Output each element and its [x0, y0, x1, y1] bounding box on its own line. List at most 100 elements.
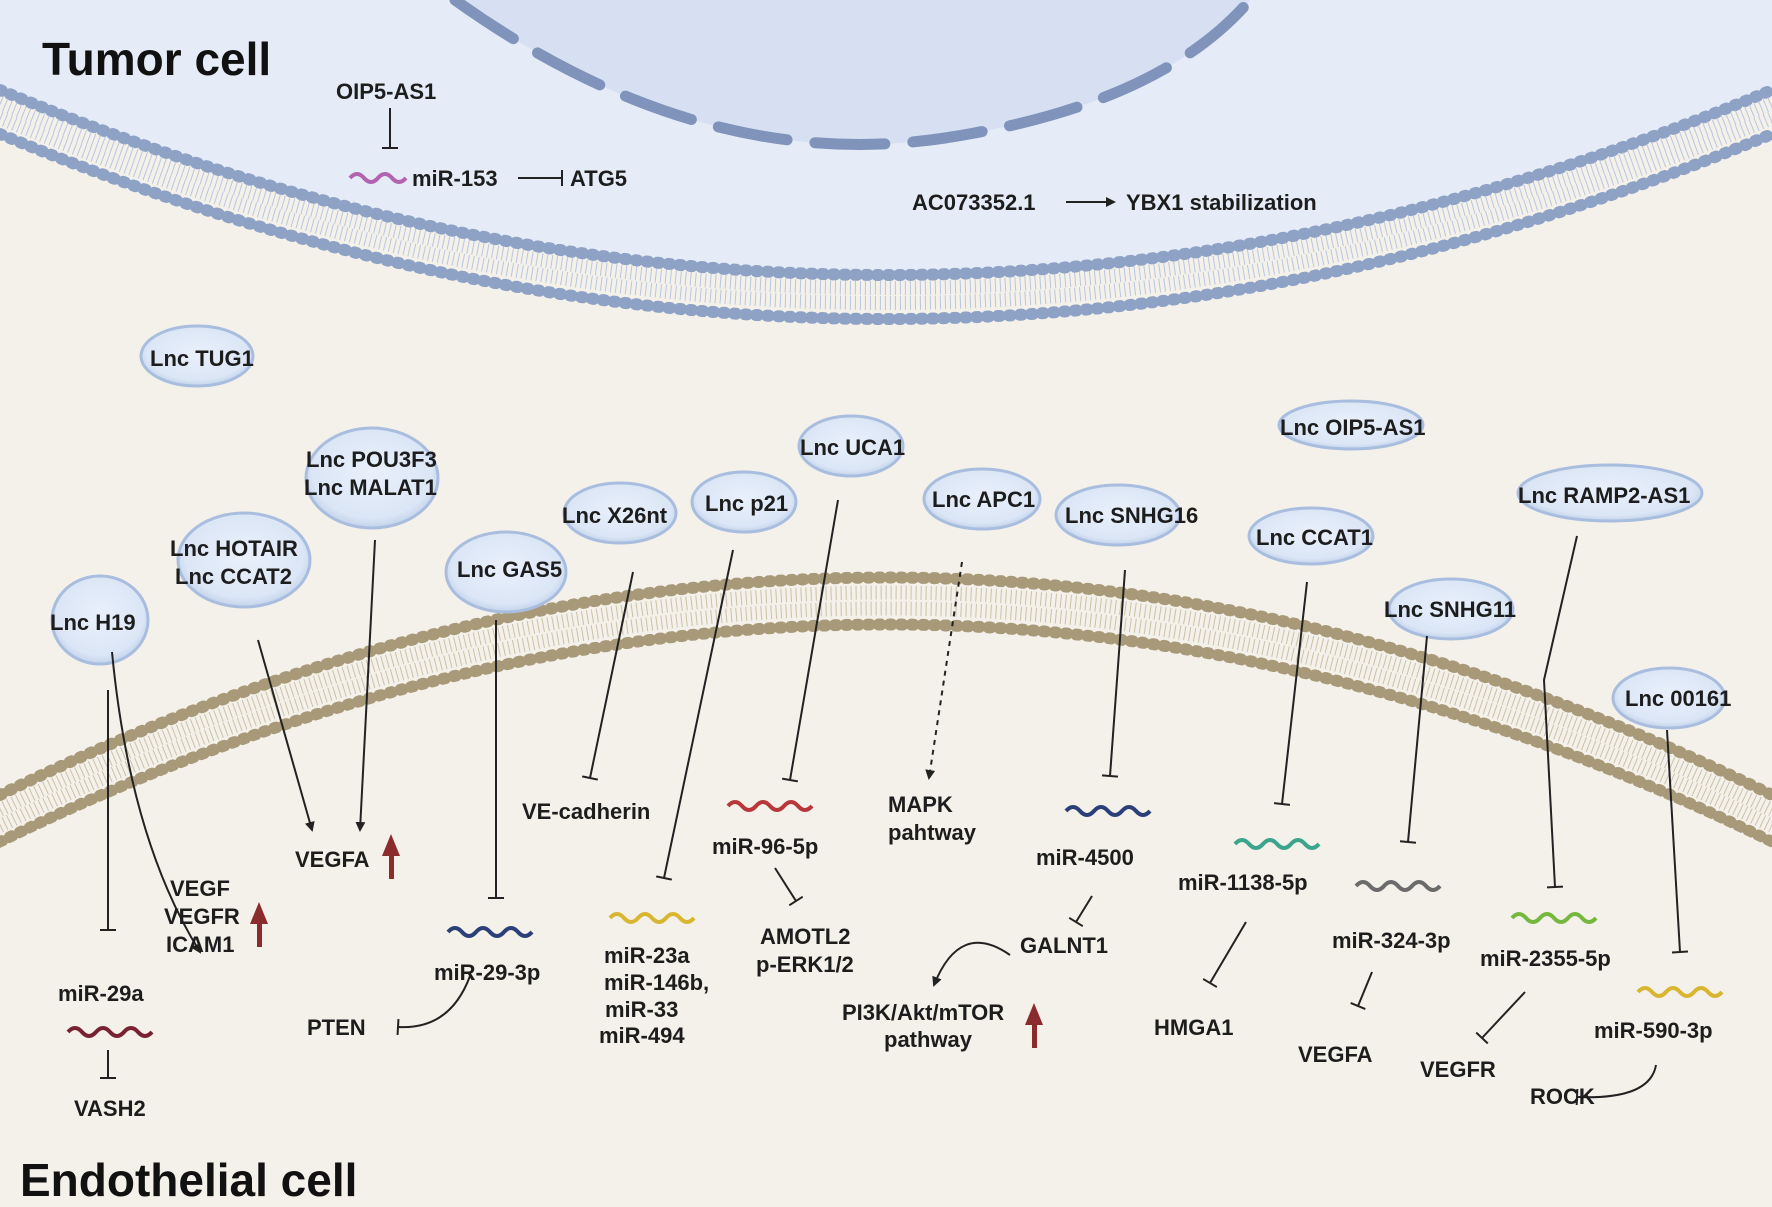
ramp2-to-mir2355-line [1542, 535, 1578, 889]
h19-to-vegf-arrow [111, 651, 202, 954]
mir324-to-vegfa-line [1350, 971, 1373, 1010]
nucleus [449, 0, 1256, 150]
vesicle-icon [797, 414, 905, 478]
apc1-to-mapk-arrow [925, 561, 963, 780]
up-arrow-icon [1025, 1003, 1043, 1048]
lnc-gas5-label: Lnc GAS5 [457, 557, 562, 582]
mir29a-label: miR-29a [58, 981, 144, 1006]
mirna-strands [66, 800, 1724, 1038]
vesicle-icon [50, 574, 150, 666]
tumor-cell-title: Tumor cell [42, 33, 271, 85]
vecadherin-label: VE-cadherin [522, 799, 650, 824]
vash2-label: VASH2 [74, 1096, 146, 1121]
vesicle-icon [1054, 483, 1182, 547]
vegfr-2-label: VEGFR [1420, 1057, 1496, 1082]
vegf-label: VEGF [170, 876, 230, 901]
mirna-strand-icon [1636, 986, 1724, 998]
mir2355-label: miR-2355-5p [1480, 946, 1611, 971]
vesicle-icon [1247, 506, 1375, 566]
mir590-label: miR-590-3p [1594, 1018, 1713, 1043]
mirna-strand-icon [348, 172, 408, 184]
vesicle-icon [176, 511, 312, 609]
lnc-p21-label: Lnc p21 [705, 491, 788, 516]
pou3f3-to-vegfa-arrow [355, 539, 376, 832]
up-arrow-icon [382, 834, 400, 879]
galnt1-label: GALNT1 [1020, 933, 1108, 958]
lnc-h19-label: Lnc H19 [50, 610, 136, 635]
ac073352-label: AC073352.1 [912, 190, 1036, 215]
amotl2-label: AMOTL2 [760, 924, 850, 949]
lnc-malat1-label: Lnc MALAT1 [304, 475, 437, 500]
mir146b-label: miR-146b, [604, 970, 709, 995]
mir4500-label: miR-4500 [1036, 845, 1134, 870]
mir33-label: miR-33 [605, 997, 678, 1022]
rock-label: ROCK [1530, 1084, 1595, 1109]
mirna-strand-icon [1354, 880, 1442, 892]
mir1138-label: miR-1138-5p [1178, 870, 1308, 895]
mir4500-to-galnt1-line [1068, 895, 1093, 928]
atg5-label: ATG5 [570, 166, 627, 191]
mir29-3p-label: miR-29-3p [434, 960, 540, 985]
vesicles [50, 324, 1727, 730]
lnc-00161-label: Lnc 00161 [1625, 686, 1731, 711]
mirna-strand-icon [446, 926, 534, 938]
vesicle-icon [1387, 577, 1515, 641]
tumor-membrane [0, 84, 1772, 325]
pi3k-label-line1: PI3K/Akt/mTOR [842, 1000, 1004, 1025]
pten-label: PTEN [307, 1015, 366, 1040]
vesicle-icon [444, 530, 568, 614]
mirna-strand-icon [726, 800, 814, 812]
endothelial-cytoplasm [0, 630, 1772, 1202]
vesicle-icon [1277, 399, 1425, 451]
ccat1-to-mir1138-line [1273, 581, 1308, 806]
icam1-label: ICAM1 [166, 932, 234, 957]
00161-to-mir590-line [1666, 729, 1689, 954]
mir23a-label: miR-23a [604, 943, 690, 968]
mirna-strand-icon [1510, 912, 1598, 924]
lnc-tug1-label: Lnc TUG1 [150, 346, 254, 371]
up-arrows [250, 834, 1043, 1048]
mir96-to-amotl2-line [774, 867, 804, 907]
lnc-uca1-label: Lnc UCA1 [800, 435, 905, 460]
endothelial-cell-title: Endothelial cell [20, 1154, 357, 1202]
lnc-x26nt-label: Lnc X26nt [562, 503, 668, 528]
hotair-to-vegfa-arrow [257, 639, 315, 832]
vesicle-icon [1516, 463, 1704, 523]
vesicle-icon [139, 324, 255, 388]
vegfa-label: VEGFA [295, 847, 370, 872]
mir29-to-pten-line [396, 975, 471, 1036]
mir324-label: miR-324-3p [1332, 928, 1451, 953]
vesicle-icon [562, 481, 678, 545]
mir494-label: miR-494 [599, 1023, 685, 1048]
p21-to-mir23a-line [655, 549, 734, 881]
vegfa-2-label: VEGFA [1298, 1042, 1373, 1067]
lnc-pou3f3-label: Lnc POU3F3 [306, 447, 437, 472]
mapk-label-line2: pahtway [888, 820, 977, 845]
x26nt-to-vecadherin-line [581, 571, 634, 781]
up-arrow-icon [250, 902, 268, 947]
mapk-label-line1: MAPK [888, 792, 953, 817]
vesicle-icon [922, 467, 1042, 531]
snhg16-to-mir4500-line [1101, 569, 1126, 778]
lnc-oip5-label: Lnc OIP5-AS1 [1280, 415, 1425, 440]
ybx1-label: YBX1 stabilization [1126, 190, 1317, 215]
mir153-label: miR-153 [412, 166, 498, 191]
lnc-snhg11-label: Lnc SNHG11 [1384, 597, 1516, 622]
tumor-oip5-label: OIP5-AS1 [336, 79, 436, 104]
mir590-to-rock-line [1575, 1064, 1657, 1106]
mirna-strand-icon [608, 912, 696, 924]
snhg11-to-mir324-line [1399, 635, 1428, 844]
mirna-strand-icon [66, 1026, 154, 1038]
vegfr-label: VEGFR [164, 904, 240, 929]
mirna-strand-icon [1233, 838, 1321, 850]
perk-label: p-ERK1/2 [756, 952, 854, 977]
lnc-snhg16-label: Lnc SNHG16 [1065, 503, 1198, 528]
mir2355-to-vegfr-line [1475, 991, 1526, 1045]
lnc-ramp2-label: Lnc RAMP2-AS1 [1518, 483, 1690, 508]
vesicle-icon [690, 470, 798, 534]
uca1-to-mir96-line [781, 499, 839, 783]
lnc-apc1-label: Lnc APC1 [932, 487, 1035, 512]
mir1138-to-hmga1-line [1202, 921, 1247, 988]
lnc-ccat2-label: Lnc CCAT2 [175, 564, 292, 589]
